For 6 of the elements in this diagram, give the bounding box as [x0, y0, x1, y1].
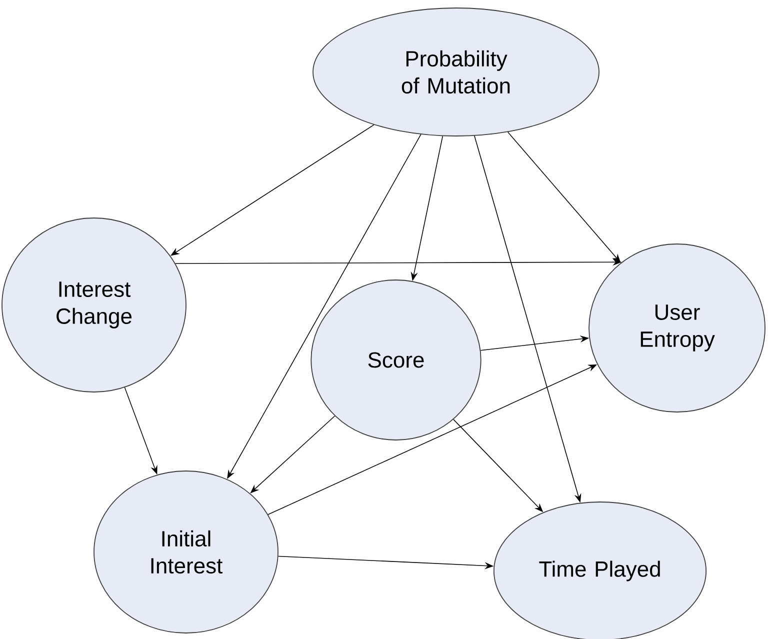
ellipse-node: Time Played	[494, 502, 707, 639]
ellipse-node: Initial Interest	[94, 470, 278, 634]
ellipse-node: Score	[310, 280, 482, 440]
ellipse-node: Interest Change	[2, 218, 186, 392]
ellipse-node: Probability of Mutation	[312, 8, 600, 136]
ellipse-node: User Entropy	[588, 244, 766, 412]
